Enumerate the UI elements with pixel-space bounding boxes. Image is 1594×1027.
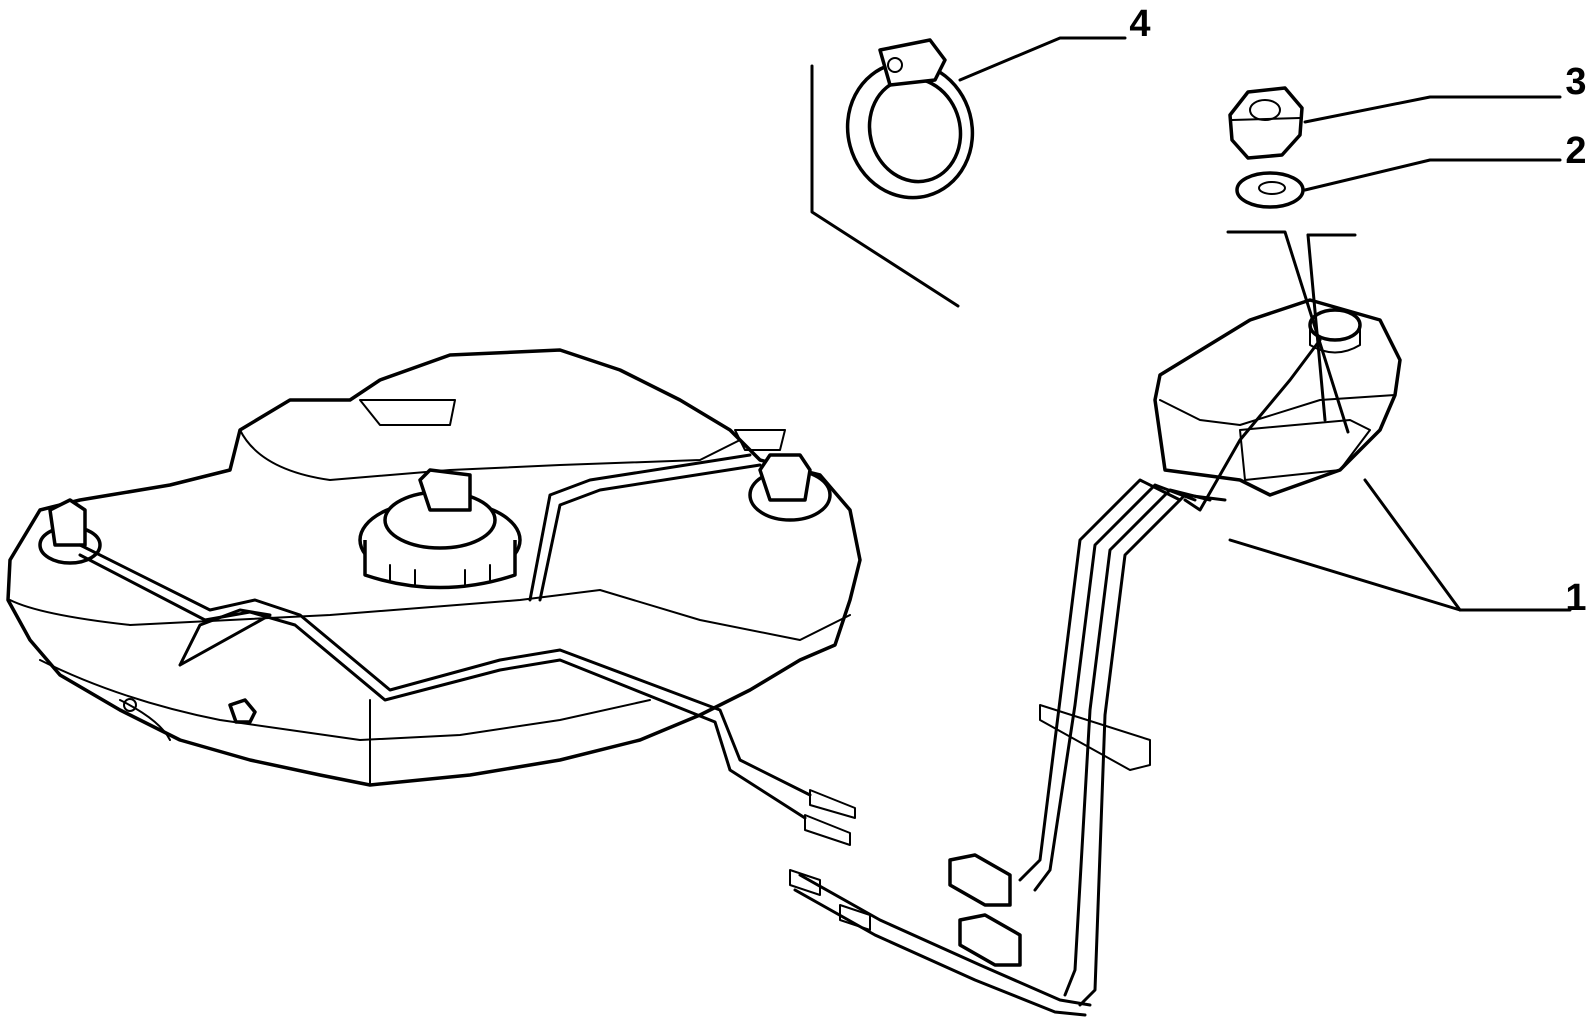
nut-part xyxy=(1228,86,1304,160)
fuel-lines-tank xyxy=(78,453,856,846)
callout-3: 3 xyxy=(1565,61,1586,103)
leader-lines xyxy=(810,36,1572,612)
filler-neck xyxy=(1018,298,1402,1007)
callout-2: 2 xyxy=(1565,130,1586,172)
hose-fittings xyxy=(789,853,1092,1017)
callout-1: 1 xyxy=(1565,577,1586,619)
hose-clamp-part xyxy=(845,38,975,200)
callout-4: 4 xyxy=(1129,3,1150,45)
washer-part xyxy=(1235,171,1305,209)
fuel-tank xyxy=(6,348,862,787)
